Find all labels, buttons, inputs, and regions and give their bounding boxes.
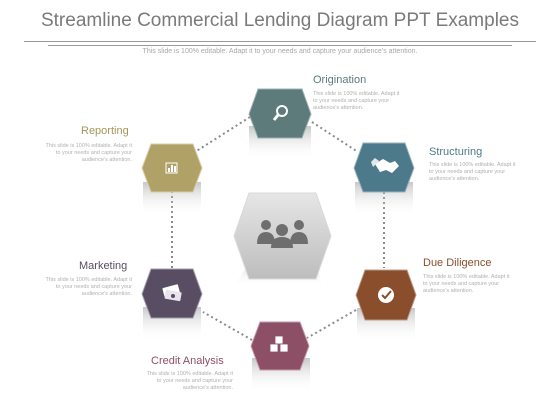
- title-rule-top: [24, 41, 536, 42]
- slide-title: Streamline Commercial Lending Diagram PP…: [40, 10, 519, 31]
- origination-title: Origination: [313, 74, 367, 86]
- slide-subtitle: This slide is 100% editable. Adapt it to…: [142, 48, 418, 55]
- node-origination: [248, 88, 312, 160]
- center-hexagon: [233, 192, 332, 280]
- reporting-title: Reporting: [81, 125, 129, 137]
- center-node: [233, 192, 332, 287]
- team-icon: [257, 220, 308, 248]
- node-due-diligence: [355, 269, 417, 342]
- duediligence-title: Due Diligence: [423, 257, 492, 269]
- node-credit-analysis: [250, 321, 310, 392]
- dotted-connectors: [171, 116, 385, 341]
- connector-duediligence-creditanalysis: [306, 309, 357, 339]
- node-marketing: [141, 268, 203, 341]
- magnifier-icon: [272, 105, 288, 121]
- creditanalysis-title: Credit Analysis: [151, 355, 224, 367]
- node-structuring: [353, 142, 415, 216]
- money-icon: [162, 284, 182, 302]
- title-rule-bottom: [48, 45, 512, 46]
- handshake-icon: [371, 158, 399, 173]
- connector-origination-structuring: [311, 121, 359, 153]
- origination-hexagon: [248, 88, 312, 139]
- cubes-icon: [269, 335, 289, 353]
- connector-creditanalysis-marketing: [202, 311, 253, 341]
- marketing-title: Marketing: [79, 260, 128, 272]
- structuring-title: Structuring: [429, 146, 483, 158]
- node-reporting: [141, 143, 203, 216]
- check-circle-icon: [378, 287, 394, 303]
- connector-reporting-origination: [194, 116, 251, 153]
- bar-chart-icon: [165, 162, 178, 174]
